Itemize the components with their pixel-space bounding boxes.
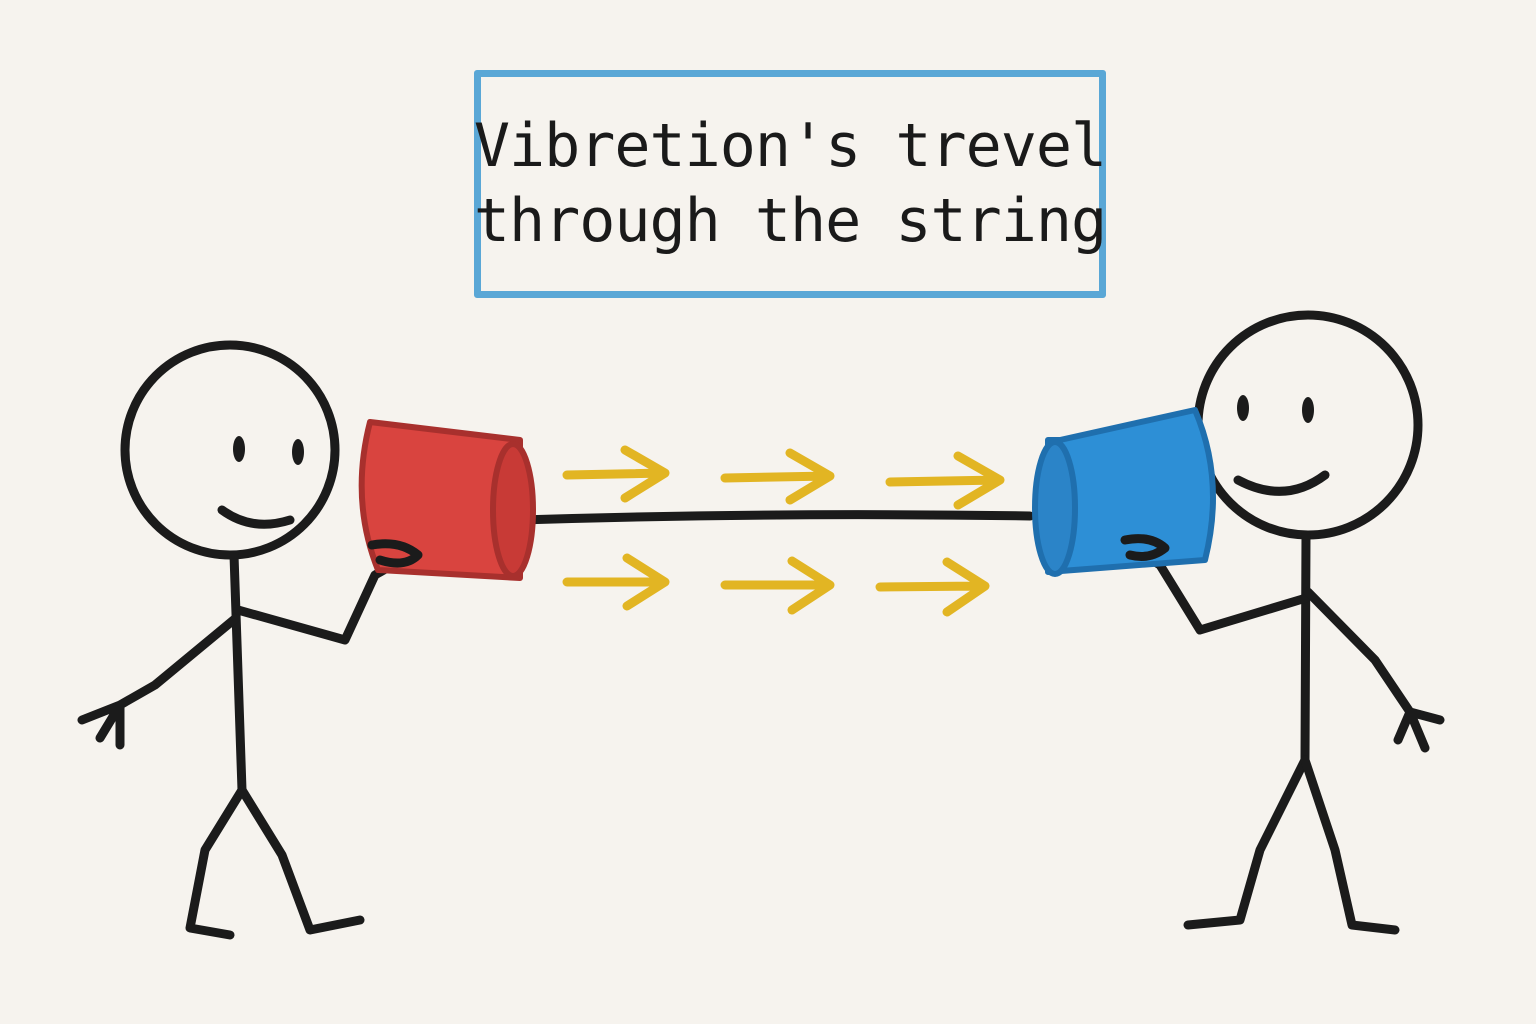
left-person-eye-right (292, 439, 304, 465)
string (515, 510, 1035, 525)
left-cup-body (358, 419, 523, 581)
arrow-right-icon (562, 553, 670, 611)
right-person-leg-right (1300, 755, 1400, 935)
right-cup (1032, 407, 1216, 577)
arrow-right-icon (885, 451, 1005, 510)
caption-line-1: Vibretion's trevel (473, 111, 1107, 181)
left-person-body (229, 550, 247, 795)
arrow-right-icon (720, 448, 835, 505)
arrow-right-icon (562, 445, 670, 503)
left-person-hand (367, 539, 423, 568)
left-person-smile (217, 505, 295, 529)
caption-line-2: through the string (473, 186, 1107, 256)
left-cup-rim (490, 441, 536, 579)
right-person (1123, 310, 1445, 935)
right-person-arm-right (1303, 587, 1445, 753)
right-person-hand (1120, 534, 1170, 561)
left-person-leg-right (237, 785, 365, 935)
right-person-smile (1233, 470, 1330, 496)
left-person (77, 340, 415, 940)
right-cup-rim (1032, 439, 1078, 577)
right-person-head (1193, 310, 1423, 540)
caption-box: Vibretion's trevel through the string (473, 70, 1107, 298)
right-person-body (1300, 530, 1311, 765)
vibration-arrows-top (562, 445, 1005, 510)
left-person-leg-left (185, 785, 247, 940)
vibration-arrows-bottom (562, 553, 990, 617)
right-person-eye-right (1302, 397, 1314, 423)
right-person-eye-left (1237, 395, 1249, 421)
arrow-right-icon (875, 557, 990, 617)
arrow-right-icon (720, 556, 835, 615)
right-person-leg-left (1183, 755, 1310, 930)
right-cup-body (1045, 407, 1216, 575)
left-cup (358, 419, 536, 581)
left-person-arm-left (77, 613, 241, 750)
left-person-eye-left (233, 436, 245, 462)
